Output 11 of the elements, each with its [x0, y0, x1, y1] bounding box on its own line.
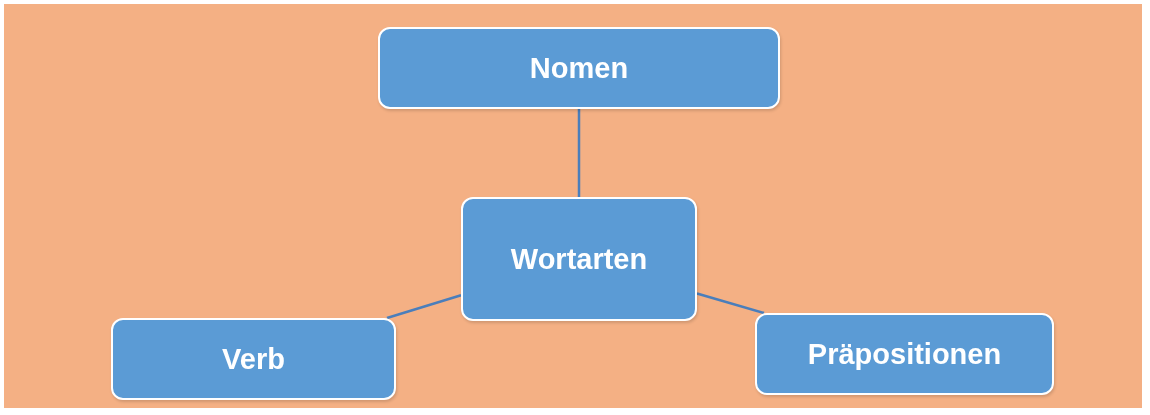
connector-line	[386, 294, 462, 320]
concept-box	[111, 318, 396, 400]
concept-box	[461, 197, 697, 321]
node-label: Nomen	[529, 51, 629, 85]
connector-line	[696, 292, 765, 315]
concept-box	[378, 27, 780, 109]
concept-box	[755, 313, 1054, 395]
connector-line	[577, 109, 581, 197]
node-label: Verb	[222, 342, 285, 376]
node-label: Wortarten	[510, 242, 648, 276]
node-label: Präpositionen	[807, 337, 1002, 371]
